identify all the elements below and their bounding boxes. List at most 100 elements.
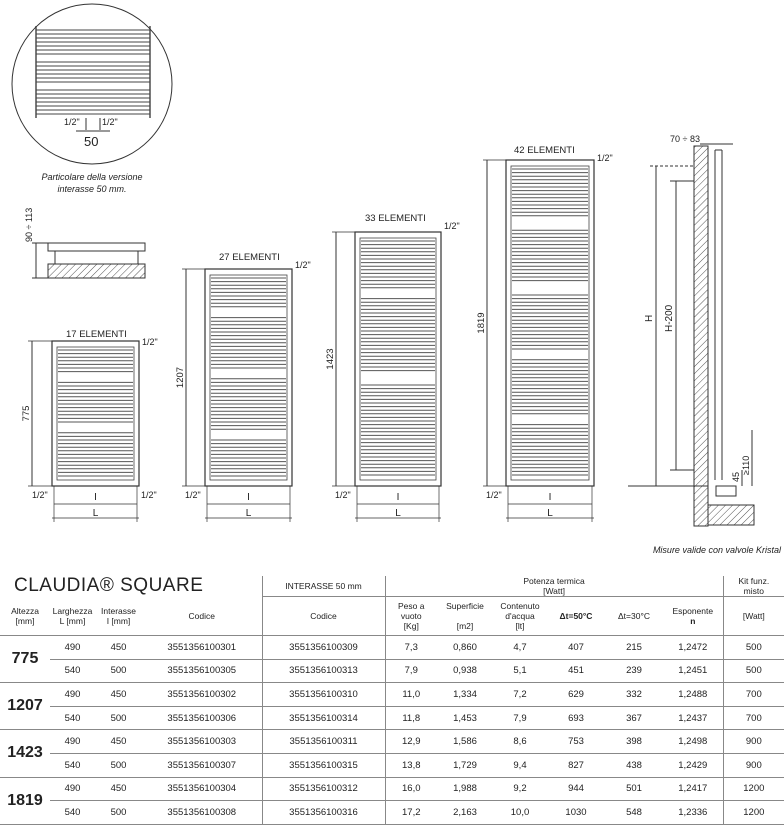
- model-height: 1207: [175, 367, 186, 388]
- table-cell: 13,8: [384, 753, 437, 778]
- table-cell: 398: [605, 729, 663, 754]
- group-potenza: Potenza termica[Watt]: [384, 576, 724, 597]
- table-cell: 7,3: [384, 635, 437, 660]
- label-i: I: [94, 492, 97, 503]
- table-cell: 1,453: [437, 706, 493, 731]
- table-cell: 548: [605, 800, 663, 825]
- model-title: 17 ELEMENTI: [66, 329, 127, 340]
- group-potenza-1: Potenza termica: [523, 576, 585, 586]
- col-superficie: Superficie[m2]: [437, 596, 493, 636]
- table-cell: 500: [95, 753, 142, 778]
- table-cell: 1,2498: [663, 729, 724, 754]
- table-cell: 1,2437: [663, 706, 724, 731]
- table-cell: 0,860: [437, 635, 493, 660]
- table-cell: 700: [722, 706, 784, 731]
- wall-side-view: 70 ÷ 83 H H-200 45 ≥110: [628, 134, 755, 527]
- table-cell: 3551356100304: [142, 777, 262, 802]
- label-l: L: [93, 508, 99, 519]
- table-cell: 3551356100308: [142, 800, 262, 825]
- half-inch-label: 1/2": [597, 153, 613, 163]
- technical-drawing: 1/2" 1/2" 50 Particolare della versione …: [11, 3, 782, 555]
- table-cell: 16,0: [384, 777, 437, 802]
- valve-note: Misure valide con valvole Kristal: [653, 545, 782, 555]
- table-cell: 700: [722, 682, 784, 707]
- wall-depth: 70 ÷ 83: [670, 134, 700, 144]
- table-cell: 1200: [722, 800, 784, 825]
- table-cell: 490: [50, 682, 95, 707]
- brand-title: CLAUDIA® SQUARE: [14, 576, 204, 597]
- model-height: 1819: [476, 312, 487, 333]
- model-height: 1423: [325, 348, 336, 369]
- table-cell: 3551356100310: [261, 682, 385, 707]
- table-cell: 1,2451: [663, 659, 724, 684]
- table-cell: 753: [547, 729, 605, 754]
- table-cell: 450: [95, 682, 142, 707]
- label-h: H: [644, 315, 655, 322]
- table-cell: 540: [50, 706, 95, 731]
- side-depth: 90 ÷ 113: [24, 208, 34, 242]
- table-cell: 1,2417: [663, 777, 724, 802]
- detail-spacing: 50: [84, 134, 98, 149]
- table-cell: 3551356100309: [261, 635, 385, 660]
- table-cell: 501: [605, 777, 663, 802]
- table-cell: 2,163: [437, 800, 493, 825]
- col-codice: Codice: [142, 596, 262, 636]
- detail-half-left: 1/2": [64, 117, 80, 127]
- table-cell: 3551356100315: [261, 753, 385, 778]
- table-cell: 3551356100303: [142, 729, 262, 754]
- table-cell: 215: [605, 635, 663, 660]
- table-cell: 1200: [722, 777, 784, 802]
- table-cell: 900: [722, 729, 784, 754]
- table-cell: 827: [547, 753, 605, 778]
- row-height-0: 775: [0, 635, 50, 684]
- table-cell: 332: [605, 682, 663, 707]
- side-profile: 90 ÷ 113: [24, 208, 146, 279]
- table-cell: 1,2488: [663, 682, 724, 707]
- table-cell: 3551356100302: [142, 682, 262, 707]
- table-cell: 3551356100316: [261, 800, 385, 825]
- half-inch-label: 1/2": [142, 337, 158, 347]
- row-height-1: 1207: [0, 682, 50, 731]
- half-inch-bottom-left: 1/2": [486, 490, 502, 500]
- table-cell: 693: [547, 706, 605, 731]
- table-cell: 1,2336: [663, 800, 724, 825]
- table-cell: 540: [50, 753, 95, 778]
- table-cell: 629: [547, 682, 605, 707]
- table-cell: 5,1: [493, 659, 547, 684]
- detail-caption-2: interasse 50 mm.: [57, 184, 126, 194]
- table-cell: 500: [95, 706, 142, 731]
- table-cell: 500: [95, 800, 142, 825]
- group-interasse: INTERASSE 50 mm: [261, 576, 385, 597]
- table-cell: 3551356100312: [261, 777, 385, 802]
- table-cell: 239: [605, 659, 663, 684]
- col-dt50: Δt=50°C: [547, 596, 605, 636]
- group-potenza-2: [Watt]: [543, 586, 565, 596]
- detail-half-right: 1/2": [102, 117, 118, 127]
- table-cell: 3551356100313: [261, 659, 385, 684]
- spec-table: CLAUDIA® SQUARE INTERASSE 50 mm Potenza …: [0, 576, 784, 825]
- table-cell: 1,2472: [663, 635, 724, 660]
- table-cell: 1,2429: [663, 753, 724, 778]
- label-l: L: [395, 508, 401, 519]
- table-cell: 500: [722, 659, 784, 684]
- label-i: I: [247, 492, 250, 503]
- table-cell: 12,9: [384, 729, 437, 754]
- row-height-2: 1423: [0, 729, 50, 778]
- table-cell: 367: [605, 706, 663, 731]
- col-codice-50: Codice: [261, 596, 385, 636]
- detail-circle: 1/2" 1/2" 50: [11, 3, 173, 165]
- table-cell: 450: [95, 635, 142, 660]
- label-h200: H-200: [664, 304, 675, 332]
- table-cell: 11,0: [384, 682, 437, 707]
- half-inch-label: 1/2": [295, 260, 311, 270]
- table-cell: 450: [95, 777, 142, 802]
- table-cell: 540: [50, 800, 95, 825]
- table-cell: 407: [547, 635, 605, 660]
